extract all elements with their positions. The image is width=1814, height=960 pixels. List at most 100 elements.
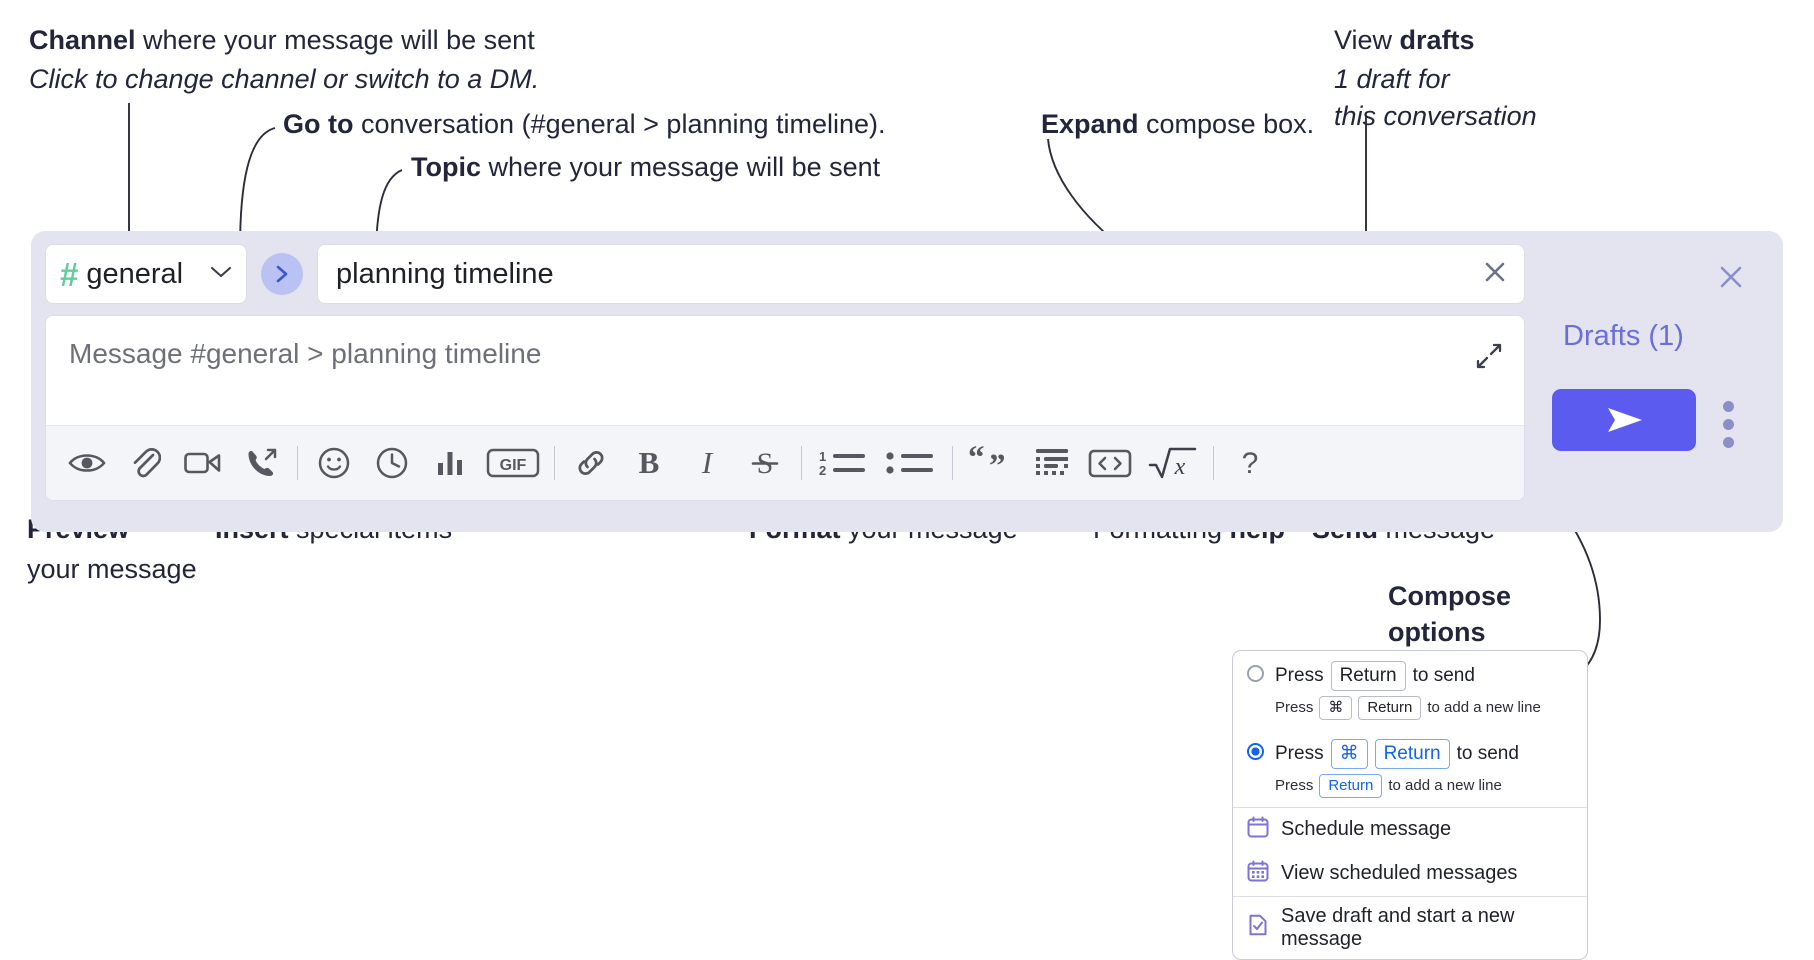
svg-text:“: “ [968, 446, 985, 476]
annotation-channel-italic: Click to change channel or switch to a D… [29, 63, 540, 94]
compose-options-menu: Press Return to send Press ⌘ Return to a… [1232, 650, 1588, 960]
svg-text:?: ? [1242, 447, 1259, 480]
toolbar-separator [801, 446, 802, 480]
key-return: Return [1319, 773, 1383, 798]
svg-text:1: 1 [819, 449, 826, 464]
drafts-link[interactable]: Drafts (1) [1563, 320, 1684, 352]
key-command: ⌘ [1319, 695, 1353, 720]
video-icon[interactable] [180, 440, 226, 486]
compose-options-button[interactable] [1723, 401, 1734, 448]
option1-sub-pre: Press [1275, 699, 1314, 717]
option2-post: to send [1456, 742, 1519, 764]
option1-post: to send [1412, 664, 1475, 686]
svg-text:2: 2 [819, 463, 826, 478]
link-icon[interactable] [568, 440, 614, 486]
send-button[interactable] [1552, 389, 1696, 451]
annotation-preview-rest: your message [27, 553, 197, 584]
key-return: Return [1330, 661, 1406, 691]
menu-item-save-draft[interactable]: Save draft and start a new message [1233, 897, 1587, 959]
menu-option-cmd-return-subtext: Press Return to add a new line [1233, 771, 1587, 807]
radio-selected-icon[interactable] [1247, 742, 1264, 760]
annotation-compose-options-bold1: Compose [1388, 581, 1512, 611]
annotation-goto-bold: Go to [283, 109, 354, 139]
annotation-goto: Go to conversation (#general > planning … [283, 107, 886, 142]
audio-clip-icon[interactable] [238, 440, 284, 486]
menu-option-return-subtext: Press ⌘ Return to add a new line [1233, 693, 1587, 729]
channel-name: general [86, 257, 184, 290]
more-options-dot [1723, 419, 1734, 430]
annotation-compose-options-bold2: options [1388, 617, 1486, 648]
close-icon[interactable] [1715, 261, 1747, 298]
key-command: ⌘ [1330, 738, 1368, 769]
annotation-drafts-lead: View [1334, 25, 1400, 55]
message-input-card: Message #general > planning timeline [45, 315, 1525, 501]
blockquote-icon[interactable]: “” [966, 440, 1018, 486]
annotation-drafts-italic1: 1 draft for [1334, 63, 1450, 94]
calendar-icon [1247, 816, 1269, 844]
expand-icon[interactable] [1474, 341, 1504, 376]
key-return: Return [1358, 695, 1422, 720]
italic-icon[interactable]: I [684, 440, 730, 486]
menu-item-schedule-message[interactable]: Schedule message [1233, 808, 1587, 852]
menu-divider [1233, 895, 1587, 897]
option1-pre: Press [1275, 664, 1324, 686]
annotation-expand-bold: Expand [1041, 109, 1139, 139]
goto-arrow-icon [276, 265, 288, 283]
compose-header-row: # general planning timeline [45, 244, 1525, 304]
toolbar-separator [297, 446, 298, 480]
annotation-channel: Channel where your message will be sent … [29, 23, 539, 96]
toolbar-separator [1213, 446, 1214, 480]
menu-option-cmd-return-to-send[interactable]: Press ⌘ Return to send [1233, 729, 1587, 771]
topic-input-wrapper[interactable]: planning timeline [317, 244, 1525, 304]
goto-conversation-button[interactable] [261, 253, 303, 295]
math-icon[interactable]: x [1146, 440, 1200, 486]
key-return: Return [1374, 738, 1450, 769]
poll-icon[interactable] [427, 440, 473, 486]
clock-icon[interactable] [369, 440, 415, 486]
toolbar-separator [952, 446, 953, 480]
bullet-list-icon[interactable] [883, 440, 939, 486]
svg-text:I: I [701, 446, 714, 480]
annotation-channel-rest: where your message will be sent [135, 25, 535, 55]
preview-icon[interactable] [64, 440, 110, 486]
strikethrough-icon[interactable]: S [742, 440, 788, 486]
gif-icon[interactable]: GIF [485, 440, 541, 486]
help-icon[interactable]: ? [1227, 440, 1273, 486]
menu-divider [1233, 806, 1587, 808]
code-block-icon[interactable] [1030, 440, 1074, 486]
topic-input[interactable]: planning timeline [336, 257, 554, 290]
bold-icon[interactable]: B [626, 440, 672, 486]
annotation-drafts-bold: drafts [1399, 25, 1475, 55]
svg-text:B: B [639, 446, 660, 480]
compose-box: # general planning timeline Message #gen… [31, 231, 1783, 532]
annotation-drafts-italic2: this conversation [1334, 101, 1537, 132]
attachment-icon[interactable] [122, 440, 168, 486]
annotation-topic-bold: Topic [411, 152, 481, 182]
hash-icon: # [60, 255, 79, 293]
svg-text:”: ” [989, 448, 1006, 480]
annotation-topic: Topic where your message will be sent [411, 150, 880, 185]
code-icon[interactable] [1086, 440, 1134, 486]
option2-sub-pre: Press [1275, 777, 1314, 795]
option1-sub-post: to add a new line [1427, 699, 1541, 717]
channel-selector[interactable]: # general [45, 244, 247, 304]
send-icon [1608, 408, 1642, 432]
emoji-icon[interactable] [311, 440, 357, 486]
save-draft-icon [1247, 914, 1269, 942]
annotation-channel-bold: Channel [29, 25, 136, 55]
menu-item-label: Schedule message [1281, 818, 1452, 841]
menu-item-label: View scheduled messages [1281, 862, 1518, 885]
menu-option-return-to-send[interactable]: Press Return to send [1233, 651, 1587, 693]
radio-unselected-icon[interactable] [1247, 665, 1264, 682]
toolbar-separator [554, 446, 555, 480]
topic-clear-icon[interactable] [1480, 257, 1510, 292]
message-input[interactable]: Message #general > planning timeline [69, 338, 542, 369]
menu-item-view-scheduled-messages[interactable]: View scheduled messages [1233, 852, 1587, 896]
annotation-topic-rest: where your message will be sent [481, 152, 881, 182]
annotation-goto-rest: conversation (#general > planning timeli… [353, 109, 886, 139]
more-options-dot [1723, 401, 1734, 412]
option2-sub-post: to add a new line [1388, 777, 1502, 795]
chevron-down-icon [210, 265, 232, 284]
calendar-grid-icon [1247, 860, 1269, 888]
